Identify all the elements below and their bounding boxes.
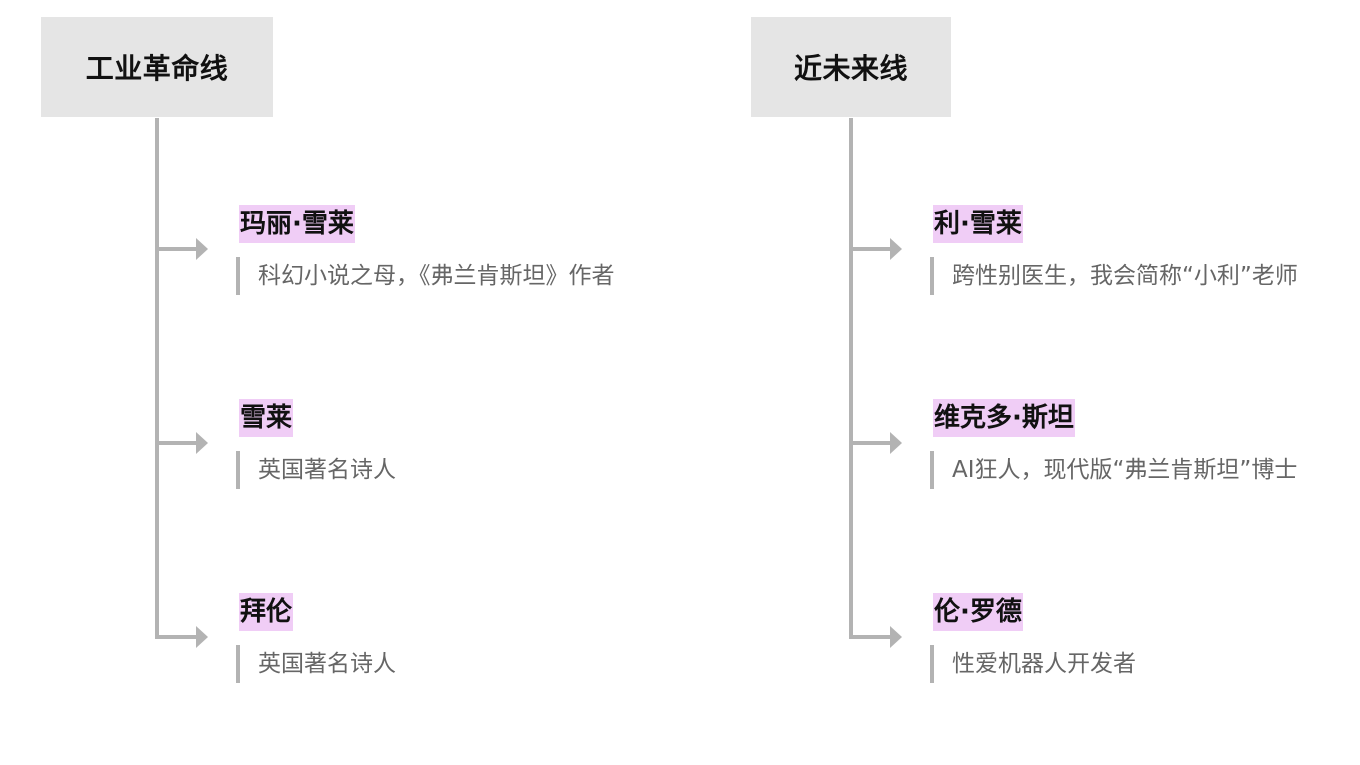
left-branch-1 bbox=[155, 247, 197, 251]
right-branch-1 bbox=[849, 247, 891, 251]
node-description: 英国著名诗人 bbox=[236, 451, 396, 489]
node-title: 玛丽·雪莱 bbox=[239, 205, 355, 243]
arrow-right-icon bbox=[196, 432, 208, 454]
left-column-heading: 工业革命线 bbox=[41, 17, 273, 117]
left-trunk-line bbox=[155, 118, 159, 638]
arrow-right-icon bbox=[196, 238, 208, 260]
right-branch-3 bbox=[849, 635, 891, 639]
node-title: 雪莱 bbox=[239, 399, 294, 437]
node-title: 利·雪莱 bbox=[933, 205, 1023, 243]
node-title: 维克多·斯坦 bbox=[933, 399, 1075, 437]
node-description: 跨性别医生，我会简称“小利”老师 bbox=[930, 257, 1298, 295]
node-title: 拜伦 bbox=[239, 593, 294, 631]
right-trunk-line bbox=[849, 118, 853, 638]
node-description: 英国著名诗人 bbox=[236, 645, 396, 683]
arrow-right-icon bbox=[890, 432, 902, 454]
right-branch-2 bbox=[849, 441, 891, 445]
arrow-right-icon bbox=[890, 238, 902, 260]
arrow-right-icon bbox=[890, 626, 902, 648]
node-title: 伦·罗德 bbox=[933, 593, 1023, 631]
left-branch-2 bbox=[155, 441, 197, 445]
right-column-heading: 近未来线 bbox=[751, 17, 951, 117]
left-branch-3 bbox=[155, 635, 197, 639]
node-description: 科幻小说之母，《弗兰肯斯坦》作者 bbox=[236, 257, 615, 295]
arrow-right-icon bbox=[196, 626, 208, 648]
node-description: 性爱机器人开发者 bbox=[930, 645, 1136, 683]
node-description: AI狂人，现代版“弗兰肯斯坦”博士 bbox=[930, 451, 1297, 489]
